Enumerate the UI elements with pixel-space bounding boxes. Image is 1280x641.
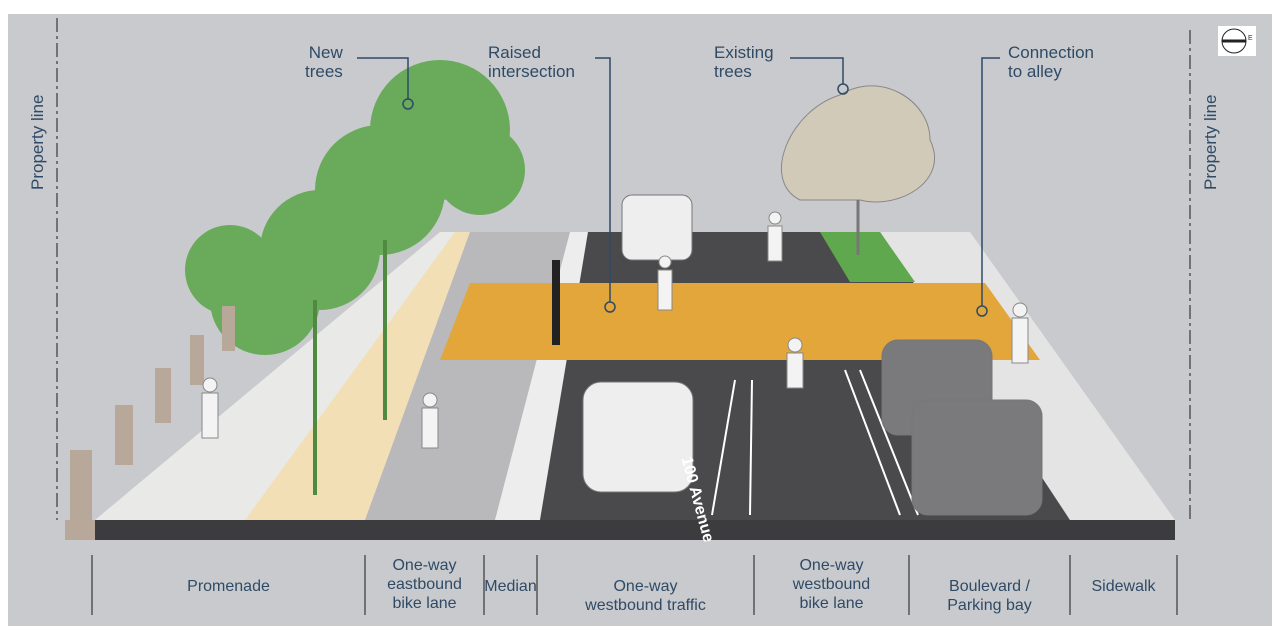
segment-sidewalk: Sidewalk [1091, 578, 1156, 595]
compass-label: E [1248, 35, 1253, 42]
callout-lines [357, 57, 1000, 317]
fence [70, 306, 235, 520]
north-arrow: E [1218, 26, 1256, 56]
callout-raised-intersection: Raised intersection [488, 43, 575, 81]
segment-eastbound-bike-lane: One-way eastbound bike lane [387, 557, 462, 612]
grass-strip [820, 232, 915, 282]
raised-intersection [440, 283, 1040, 360]
slab-edge [95, 520, 1175, 540]
new-trees-icon [185, 60, 525, 355]
callout-new-trees: New trees [305, 43, 343, 81]
existing-tree-icon [781, 85, 936, 255]
segment-dividers [91, 555, 1178, 615]
bollards [552, 260, 560, 345]
segment-westbound-traffic: One-way westbound traffic [585, 578, 706, 614]
people [201, 211, 1029, 449]
callout-connection-to-alley: Connection to alley [1008, 43, 1095, 81]
segment-boulevard-parking: Boulevard / Parking bay [947, 578, 1032, 614]
wall-end [65, 520, 95, 540]
property-line-right: Property line [1201, 94, 1220, 190]
segment-westbound-bike-lane: One-way westbound bike lane [792, 557, 871, 612]
segment-promenade: Promenade [187, 578, 270, 595]
cars [582, 194, 1043, 516]
property-line-left: Property line [28, 94, 47, 190]
segment-median: Median [484, 578, 537, 595]
callout-existing-trees: Existing trees [714, 43, 774, 81]
planting-strip [245, 232, 470, 520]
